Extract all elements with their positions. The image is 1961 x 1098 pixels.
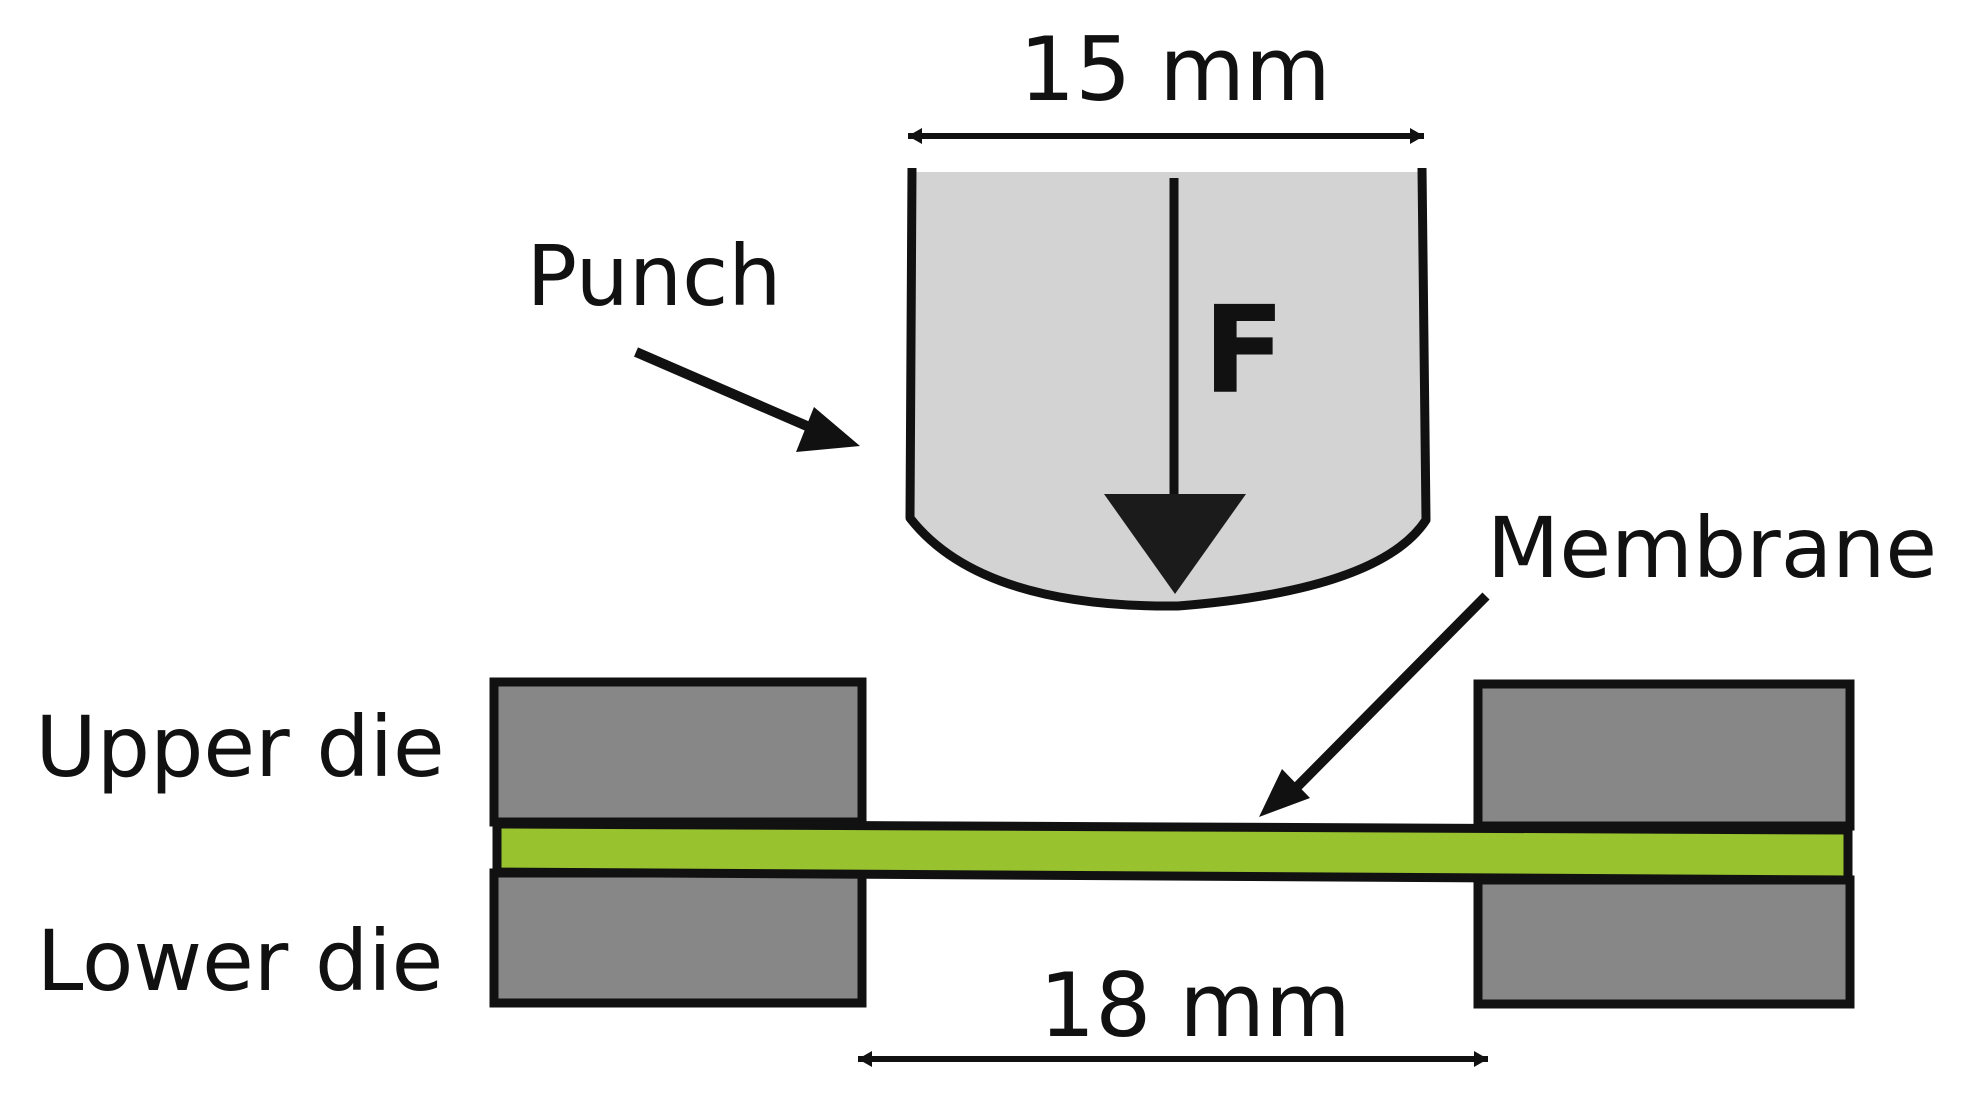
punch-width-dimension: 15 mm [908, 18, 1424, 144]
upper-die-right [1473, 679, 1855, 831]
upper-die-label: Upper die [35, 698, 444, 796]
punch-pointer-head [796, 407, 860, 452]
die-opening-label: 18 mm [1039, 954, 1350, 1057]
upper-die-left [489, 677, 867, 827]
force-arrow-head [1104, 494, 1246, 594]
membrane-pointer-head [1259, 769, 1310, 817]
punch-width-left-tick [908, 128, 922, 144]
membrane-pointer-shaft [1286, 592, 1490, 798]
force-label: F [1203, 282, 1285, 421]
die-opening-right-tick [1474, 1051, 1488, 1067]
membrane-pointer-arrow [1259, 592, 1490, 817]
die-opening-left-tick [858, 1051, 872, 1067]
punch-pointer-arrow [634, 347, 860, 452]
punch-body [910, 172, 1426, 607]
force-arrow [1104, 178, 1246, 594]
lower-die-right [1473, 875, 1855, 1009]
punch-width-right-tick [1410, 128, 1424, 144]
punch-pointer-shaft [634, 347, 832, 441]
die-opening-dimension: 18 mm [858, 954, 1488, 1067]
membrane-label: Membrane [1487, 499, 1937, 597]
lower-die-label: Lower die [37, 912, 444, 1010]
punch-label: Punch [526, 227, 781, 325]
membrane-strip [492, 819, 1853, 885]
punch-width-label: 15 mm [1019, 18, 1330, 121]
punch-outline [905, 167, 1431, 611]
lower-die-left [489, 868, 867, 1008]
